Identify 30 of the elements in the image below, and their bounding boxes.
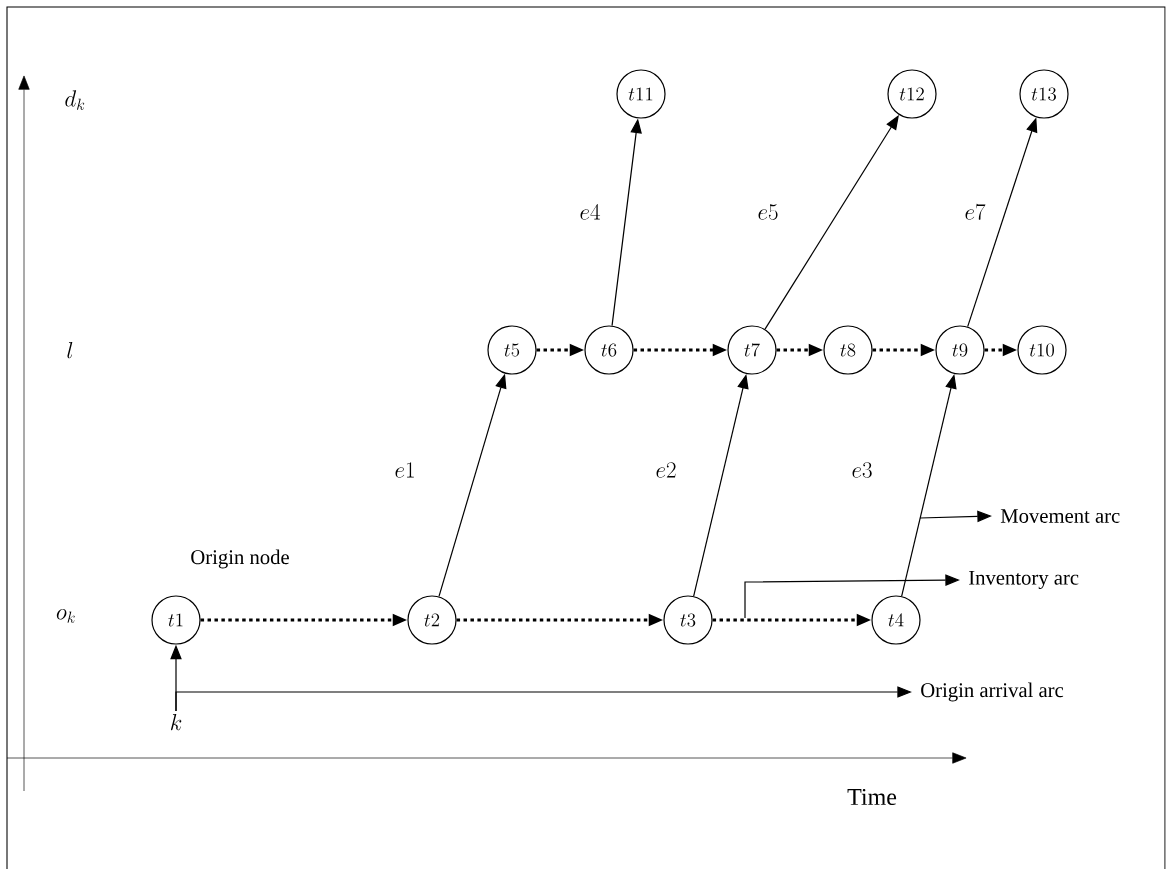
edge-label: $e2$ [654, 461, 678, 479]
axis-label: $l$ [67, 342, 73, 359]
arc-type-label: Inventory arc [969, 571, 1079, 589]
commodity-label: $k$ [171, 714, 182, 731]
edge-label: $e4$ [578, 203, 602, 221]
axis-label: $o_{k}$ [56, 609, 75, 623]
time-node: $t7$ [727, 325, 777, 375]
arc-type-label: Movement arc [1000, 509, 1120, 523]
edge-label: $e7$ [963, 203, 987, 221]
time-node: $t2$ [407, 595, 457, 645]
time-node: $t5$ [487, 325, 537, 375]
time-node: $t12$ [887, 69, 937, 119]
arrow [693, 374, 749, 597]
edge-label: $e1$ [393, 461, 417, 479]
time-node: $t11$ [616, 69, 666, 119]
time-node: $t10$ [1017, 325, 1067, 375]
time-node: $t6$ [584, 325, 634, 375]
time-node: $t3$ [663, 595, 713, 645]
time-node: $t8$ [823, 325, 873, 375]
time-node: $t13$ [1019, 69, 1069, 119]
edge-label: $e3$ [850, 461, 874, 479]
axis-label: Time [847, 788, 897, 806]
edge-label: $e5$ [756, 203, 780, 221]
time-node: $t4$ [871, 595, 921, 645]
node-caption: Origin node [191, 549, 289, 569]
time-node: $t9$ [935, 325, 985, 375]
axis-label: $d_{k}$ [65, 90, 85, 110]
arrow [901, 374, 957, 597]
time-node: $t1$ [151, 595, 201, 645]
arc-type-label: Origin arrival arc [921, 682, 1064, 702]
